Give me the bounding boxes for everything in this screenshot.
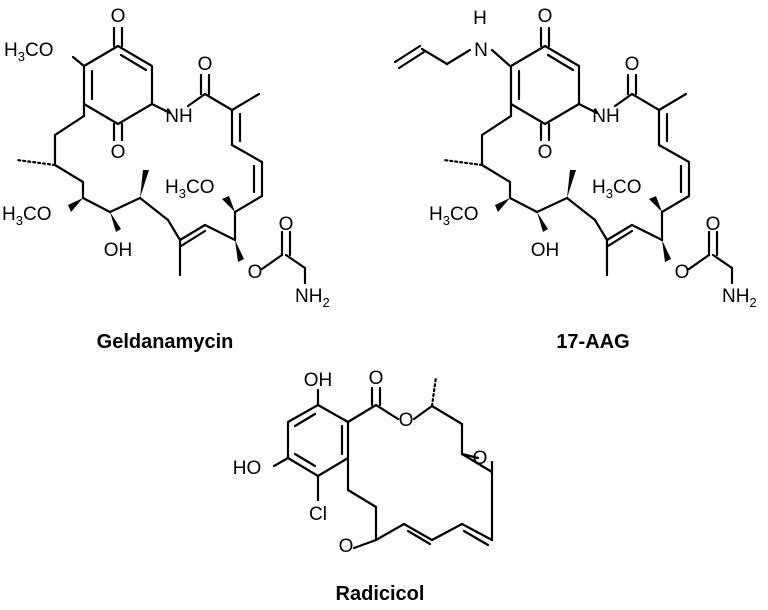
gdm-carbamate-nh2-label: NH2 (295, 286, 330, 310)
rad-lactone-o-ring: O (399, 410, 414, 431)
gdm-title: Geldanamycin (97, 331, 234, 353)
gdm-methoxy-label: H3CO (4, 40, 53, 64)
rad-hydroxyl-left: HO (233, 458, 262, 479)
gdm-amide-o: O (198, 54, 213, 75)
geldanamycin-structure: O H3CO O NH O H3CO OH H3CO O O NH2 Gelda… (2, 6, 330, 353)
gdm-quinone-o-top: O (111, 6, 126, 27)
gdm-quinone-o-bottom: O (111, 142, 126, 163)
rad-chloro: Cl (309, 504, 327, 525)
gdm-methoxy-left-label: H3CO (2, 204, 51, 228)
rad-epoxide-o: O (473, 448, 488, 469)
17aag-structure: H N O O NH O H3CO OH H3CO O O NH2 17-AAG (393, 6, 757, 353)
gdm-amide-nh: NH (165, 106, 192, 127)
aag-methoxy-right-label: H3CO (592, 177, 641, 201)
gdm-carbamate-o-ring: O (248, 262, 263, 283)
aag-allyl-n: N (474, 40, 488, 61)
aag-allyl-h: H (473, 8, 487, 29)
aag-carbamate-o-dbl: O (706, 214, 721, 235)
aag-carbamate-o-ring: O (675, 262, 690, 283)
gdm-carbamate-o-dbl: O (279, 214, 294, 235)
rad-ketone-o: O (339, 536, 354, 557)
aag-amide-o: O (625, 54, 640, 75)
aag-hydroxyl: OH (531, 240, 560, 261)
gdm-methoxy-right-label: H3CO (165, 177, 214, 201)
radicicol-structure: OH HO Cl O O O O Radicicol (233, 368, 494, 605)
aag-title: 17-AAG (556, 331, 629, 353)
aag-quinone-o-top: O (538, 6, 553, 27)
aag-quinone-o-bottom: O (538, 142, 553, 163)
aag-methoxy-left-label: H3CO (429, 204, 478, 228)
rad-title: Radicicol (336, 583, 425, 605)
aag-amide-nh: NH (592, 106, 619, 127)
rad-hydroxyl-top: OH (304, 370, 333, 391)
gdm-hydroxyl: OH (104, 240, 133, 261)
rad-lactone-o-dbl: O (369, 368, 384, 389)
aag-carbamate-nh2-label: NH2 (722, 286, 757, 310)
